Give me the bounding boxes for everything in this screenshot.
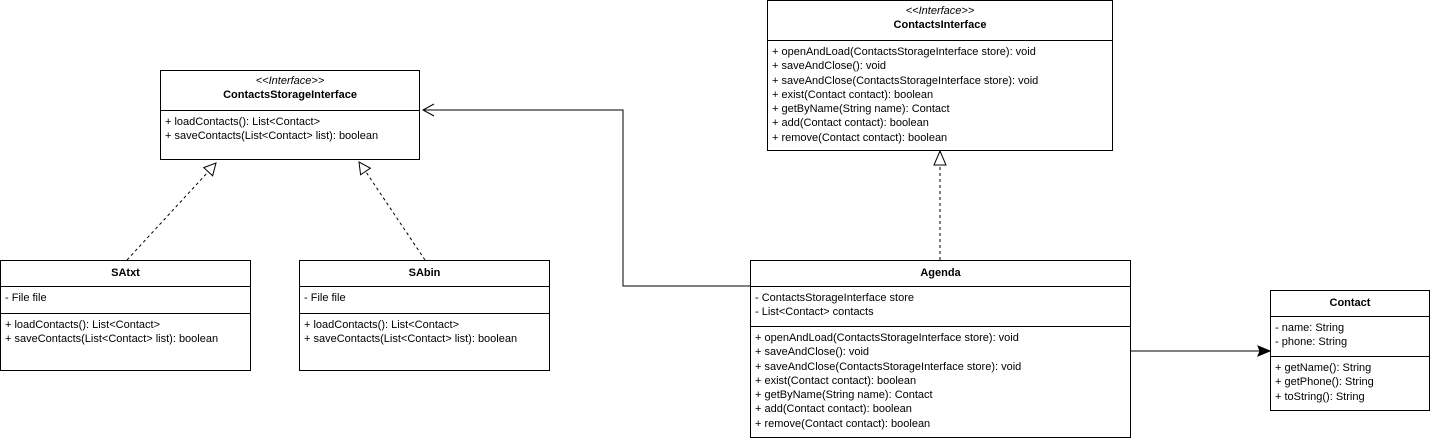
attributes-section: - File file xyxy=(300,287,549,314)
method: + openAndLoad(ContactsStorageInterface s… xyxy=(755,332,1019,344)
class-header: SAbin xyxy=(300,261,549,287)
class-name: Agenda xyxy=(920,267,961,279)
class-contacts-storage-interface[interactable]: <<Interface>> ContactsStorageInterface +… xyxy=(160,70,420,160)
class-contacts-interface[interactable]: <<Interface>> ContactsInterface + openAn… xyxy=(767,0,1113,151)
method: + saveContacts(List<Contact> list): bool… xyxy=(304,333,518,346)
method: + exist(Contact contact): boolean xyxy=(772,88,934,101)
methods-section: + loadContacts(): List<Contact> + saveCo… xyxy=(1,314,250,347)
method: + saveContacts(List<Contact> list): bool… xyxy=(165,130,379,143)
method: + getName(): String xyxy=(1275,362,1372,374)
attribute: - name: String xyxy=(1275,322,1345,334)
method: + saveAndClose(ContactsStorageInterface … xyxy=(772,74,1039,87)
attributes-section: - ContactsStorageInterface store - List<… xyxy=(751,287,1130,327)
class-header: <<Interface>> ContactsInterface xyxy=(768,1,1112,41)
method: + saveAndClose(ContactsStorageInterface … xyxy=(755,360,1022,373)
method: + remove(Contact contact): boolean xyxy=(772,131,948,144)
method: + getByName(String name): Contact xyxy=(755,389,933,402)
attribute: - File file xyxy=(5,292,47,304)
stereotype-label: <<Interface>> xyxy=(255,75,325,87)
attribute: - File file xyxy=(304,292,346,304)
class-header: Agenda xyxy=(751,261,1130,287)
class-header: SAtxt xyxy=(1,261,250,287)
attributes-section: - File file xyxy=(1,287,250,314)
edge-agenda-to-storage xyxy=(424,109,751,287)
hollow-triangle-arrowhead xyxy=(358,161,372,176)
class-name: SAtxt xyxy=(111,267,140,279)
method: + add(Contact contact): boolean xyxy=(755,403,912,416)
edge-sabin-realizes-storage xyxy=(365,171,426,261)
method: + loadContacts(): List<Contact> xyxy=(304,319,459,331)
methods-section: + openAndLoad(ContactsStorageInterface s… xyxy=(768,41,1112,145)
class-name: ContactsStorageInterface xyxy=(223,89,357,102)
method: + saveContacts(List<Contact> list): bool… xyxy=(5,333,219,346)
class-header: Contact xyxy=(1271,291,1429,317)
method: + getByName(String name): Contact xyxy=(772,103,950,116)
edge-satxt-realizes-storage xyxy=(126,171,209,261)
method: + exist(Contact contact): boolean xyxy=(755,374,917,387)
attribute: - List<Contact> contacts xyxy=(755,306,874,319)
class-name: SAbin xyxy=(408,267,441,279)
filled-arrowhead xyxy=(1257,345,1272,357)
class-header: <<Interface>> ContactsStorageInterface xyxy=(161,71,419,111)
method: + saveAndClose(): void xyxy=(772,60,887,73)
method: + loadContacts(): List<Contact> xyxy=(165,116,320,128)
class-contact[interactable]: Contact - name: String - phone: String +… xyxy=(1270,290,1430,411)
methods-section: + getName(): String + getPhone(): String… xyxy=(1271,357,1429,404)
method: + toString(): String xyxy=(1275,390,1365,403)
stereotype-label: <<Interface>> xyxy=(905,5,975,17)
methods-section: + loadContacts(): List<Contact> + saveCo… xyxy=(161,111,419,144)
hollow-triangle-arrowhead xyxy=(933,149,947,166)
attribute: - phone: String xyxy=(1275,336,1348,349)
method: + loadContacts(): List<Contact> xyxy=(5,319,160,331)
methods-section: + openAndLoad(ContactsStorageInterface s… xyxy=(751,327,1130,431)
method: + getPhone(): String xyxy=(1275,376,1374,389)
methods-section: + loadContacts(): List<Contact> + saveCo… xyxy=(300,314,549,347)
method: + remove(Contact contact): boolean xyxy=(755,417,931,430)
class-satxt[interactable]: SAtxt - File file + loadContacts(): List… xyxy=(0,260,251,371)
attributes-section: - name: String - phone: String xyxy=(1271,317,1429,357)
class-name: Contact xyxy=(1329,297,1371,309)
open-arrowhead xyxy=(421,103,435,117)
attribute: - ContactsStorageInterface store xyxy=(755,292,914,304)
class-sabin[interactable]: SAbin - File file + loadContacts(): List… xyxy=(299,260,550,371)
method: + add(Contact contact): boolean xyxy=(772,117,929,130)
class-name: ContactsInterface xyxy=(893,19,987,32)
hollow-triangle-arrowhead xyxy=(202,162,217,177)
method: + openAndLoad(ContactsStorageInterface s… xyxy=(772,46,1036,58)
class-agenda[interactable]: Agenda - ContactsStorageInterface store … xyxy=(750,260,1131,438)
method: + saveAndClose(): void xyxy=(755,346,870,359)
